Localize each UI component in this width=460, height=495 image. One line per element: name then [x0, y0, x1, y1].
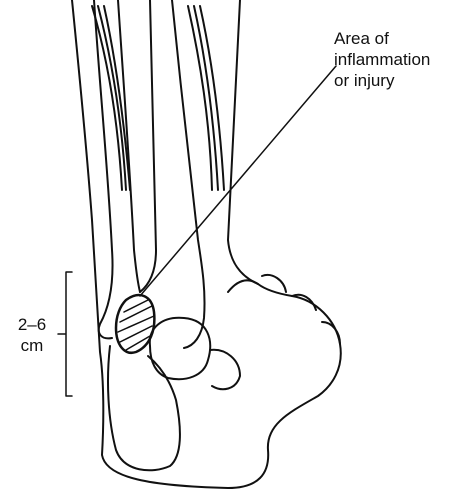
dimension-bracket	[58, 272, 72, 396]
muscle-right	[188, 6, 224, 190]
callout-leader	[140, 66, 336, 296]
callout-line-2: inflammation	[334, 49, 430, 70]
dimension-label: 2–6 cm	[6, 314, 58, 356]
talus-outline	[150, 318, 210, 379]
toes-outline	[228, 275, 340, 344]
calcaneus-outline	[108, 346, 180, 470]
callout-line-1: Area of	[334, 28, 430, 49]
dimension-line-1: 2–6	[6, 314, 58, 335]
callout-label: Area of inflammation or injury	[334, 28, 430, 91]
tibia-outline	[140, 0, 205, 348]
dimension-line-2: cm	[6, 335, 58, 356]
navicular-outline	[210, 350, 240, 389]
callout-line-3: or injury	[334, 70, 430, 91]
fibula-outline	[94, 0, 140, 338]
